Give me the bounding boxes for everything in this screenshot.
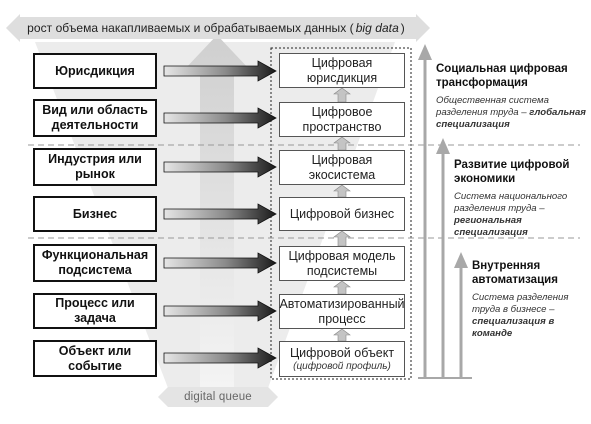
panel-title-economy: Развитие цифровой экономики: [454, 159, 570, 185]
level-arrows: [163, 60, 277, 369]
digital-up-arrow-2: [333, 136, 351, 151]
panel-desc-social: Общественная система разделения труда – …: [436, 95, 586, 131]
level-arrow-3: [163, 156, 277, 178]
digital-queue-arrow: [158, 387, 278, 407]
level-arrow-6: [163, 300, 277, 322]
level-label: Вид или область деятельности: [42, 103, 148, 132]
level-label: Объект или событие: [58, 343, 132, 373]
level-label: Бизнес: [72, 206, 118, 221]
digital-label: Цифровое пространство: [302, 104, 382, 134]
digital-box-process: Автоматизированный процесс: [279, 294, 405, 329]
digital-box-space: Цифровое пространство: [279, 102, 405, 137]
panel-desc-bold: глобальная специализация: [436, 107, 586, 130]
level-arrow-2: [163, 107, 277, 129]
level-box-jurisdiction: Юрисдикция: [33, 53, 157, 89]
level-box-business: Бизнес: [33, 196, 157, 232]
digital-box-object: Цифровой объект (цифровой профиль): [279, 341, 405, 377]
digital-up-arrows: [333, 87, 351, 342]
digital-label: Цифровой бизнес: [289, 206, 395, 221]
digital-label: Цифровая модель подсистемы: [288, 248, 396, 278]
level-box-object: Объект или событие: [33, 340, 157, 377]
level-arrow-5: [163, 252, 277, 274]
level-arrow-4: [163, 203, 277, 225]
data-growth-close: ): [400, 21, 405, 35]
level-label: Юрисдикция: [55, 63, 135, 78]
data-growth-italic: big data: [355, 21, 399, 35]
digital-label: Цифровой объект: [289, 345, 395, 360]
level-box-subsystem: Функциональная подсистема: [33, 244, 157, 282]
digital-label: Автоматизированный процесс: [279, 296, 405, 326]
level-arrow-1: [163, 60, 277, 82]
digital-up-arrow-3: [333, 184, 351, 198]
level-label: Индустрия или рынок: [48, 152, 142, 181]
level-box-activity: Вид или область деятельности: [33, 99, 157, 137]
digital-label: Цифровая экосистема: [308, 152, 376, 182]
data-growth-arrow: [6, 14, 430, 42]
digital-up-arrow-6: [333, 328, 351, 342]
digital-box-business: Цифровой бизнес: [279, 197, 405, 231]
level-box-industry: Индустрия или рынок: [33, 148, 157, 186]
panel-desc-text: Система национального разделения труда –: [454, 191, 568, 214]
digital-sublabel: (цифровой профиль): [293, 360, 391, 372]
level-label: Функциональная подсистема: [41, 248, 149, 277]
data-growth-label: рост объема накапливаемых и обрабатываем…: [16, 17, 416, 39]
level-arrow-7: [163, 347, 277, 369]
data-growth-text: рост объема накапливаемых и обрабатываем…: [27, 21, 354, 35]
level-box-process: Процесс или задача: [33, 293, 157, 329]
digital-up-arrow-5: [333, 280, 351, 295]
panel-title-automation: Внутренняя автоматизация: [472, 260, 558, 286]
level-label: Процесс или задача: [55, 296, 135, 325]
panel-desc-automation: Система разделения труда в бизнесе – спе…: [472, 292, 587, 340]
digital-label: Цифровая юрисдикция: [306, 55, 378, 85]
panel-desc-economy: Система национального разделения труда –…: [454, 191, 584, 239]
panel-desc-text: Общественная система разделения труда –: [436, 95, 549, 118]
digital-up-arrow-4: [333, 230, 351, 247]
growth-arrow-1: [418, 44, 432, 378]
panel-desc-bold: региональная специализация: [454, 215, 528, 238]
digital-box-ecosystem: Цифровая экосистема: [279, 150, 405, 185]
digital-box-subsystem-model: Цифровая модель подсистемы: [279, 246, 405, 281]
digital-box-jurisdiction: Цифровая юрисдикция: [279, 53, 405, 88]
growth-arrow-2: [436, 138, 450, 378]
digital-queue-label: digital queue: [184, 391, 252, 403]
growth-arrow-3: [454, 252, 468, 378]
panel-desc-bold: специализация в команде: [472, 316, 555, 339]
panel-desc-text: Система разделения труда в бизнесе –: [472, 292, 569, 315]
digital-up-arrow-1: [333, 87, 351, 103]
panel-title-social: Социальная цифровая трансформация: [436, 63, 568, 89]
